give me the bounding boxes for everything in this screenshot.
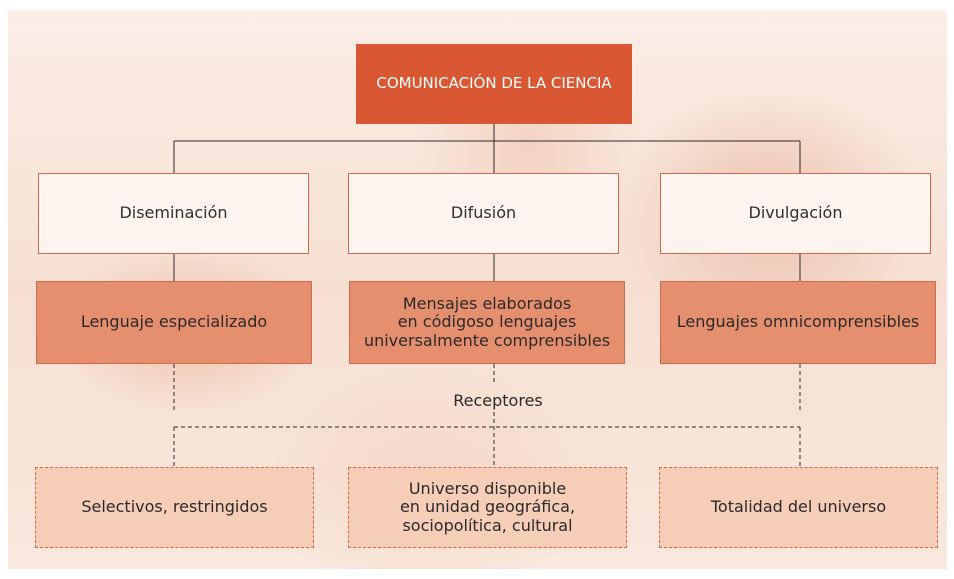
receiver-node-2: Universo disponible en unidad geográfica… xyxy=(348,467,627,548)
receptores-label: Receptores xyxy=(453,391,543,410)
receiver-label: Universo disponible en unidad geográfica… xyxy=(399,478,576,535)
language-label: Mensajes elaborados en códigoso lenguaje… xyxy=(363,293,611,350)
receiver-label: Totalidad del universo xyxy=(710,497,887,517)
language-label: Lenguajes omnicomprensibles xyxy=(676,312,920,332)
branch-label: Diseminación xyxy=(119,203,228,223)
language-node-3: Lenguajes omnicomprensibles xyxy=(660,281,936,364)
root-node: COMUNICACIÓN DE LA CIENCIA xyxy=(356,44,632,124)
language-label: Lenguaje especializado xyxy=(80,312,268,332)
node-difusion: Difusión xyxy=(348,173,619,254)
root-label: COMUNICACIÓN DE LA CIENCIA xyxy=(376,74,612,93)
node-diseminacion: Diseminación xyxy=(38,173,309,254)
branch-label: Divulgación xyxy=(748,203,843,223)
language-node-2: Mensajes elaborados en códigoso lenguaje… xyxy=(349,281,625,364)
node-divulgacion: Divulgación xyxy=(660,173,931,254)
connector-lines xyxy=(173,124,801,467)
receiver-label: Selectivos, restringidos xyxy=(81,497,268,517)
receiver-node-3: Totalidad del universo xyxy=(659,467,938,548)
language-node-1: Lenguaje especializado xyxy=(36,281,312,364)
diagram-canvas: COMUNICACIÓN DE LA CIENCIA Diseminación … xyxy=(8,10,947,569)
branch-label: Difusión xyxy=(450,203,517,223)
receiver-node-1: Selectivos, restringidos xyxy=(35,467,314,548)
